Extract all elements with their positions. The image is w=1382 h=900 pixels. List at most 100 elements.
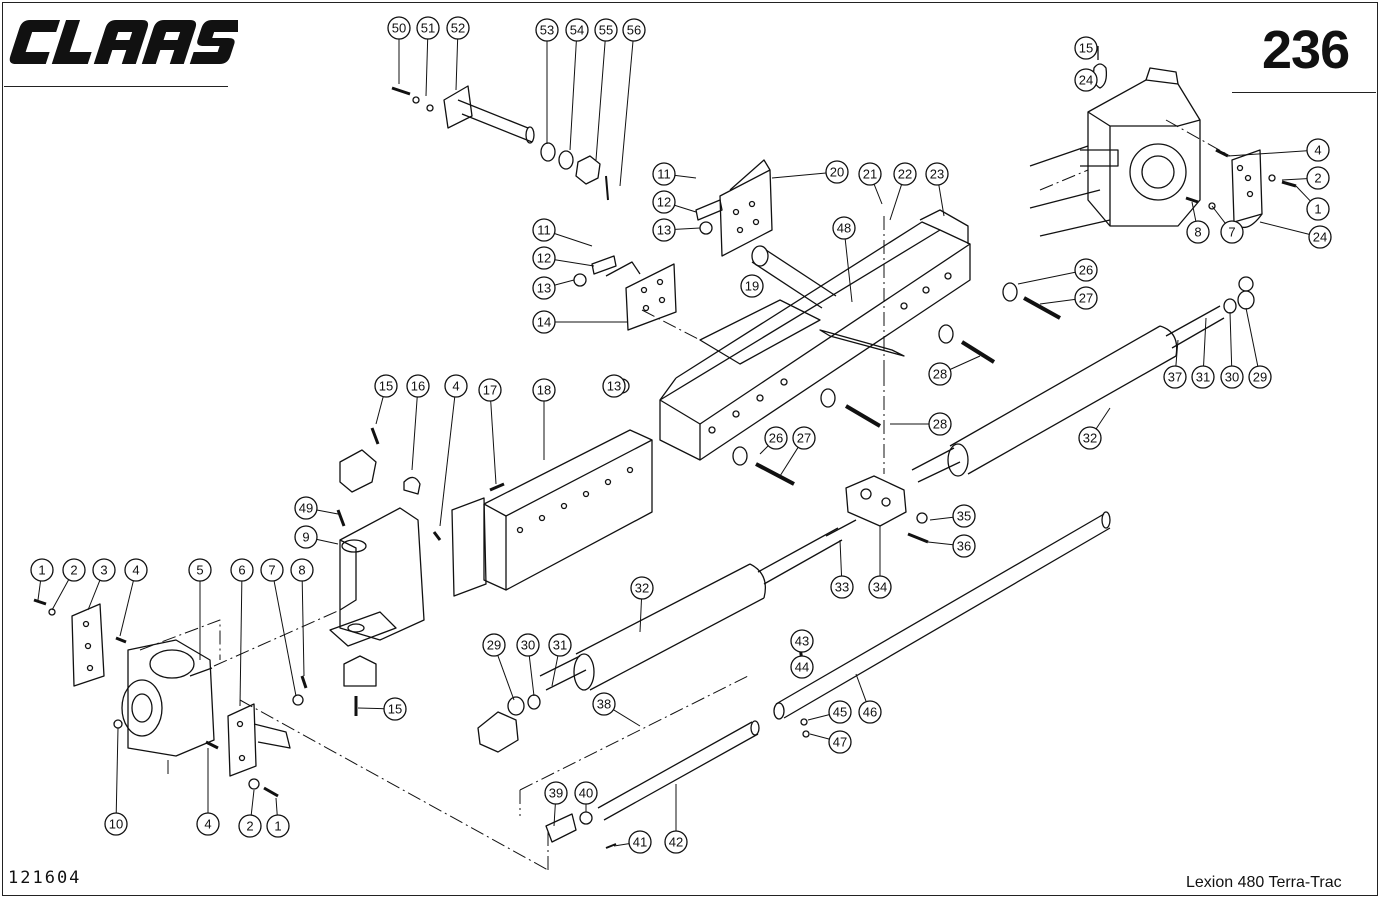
shim-12-upper xyxy=(695,199,723,221)
washer-7-left xyxy=(292,694,304,706)
callout-number: 8 xyxy=(1194,225,1201,240)
mounting-plate-14 xyxy=(605,261,677,331)
bushing-26-lower xyxy=(732,446,748,466)
callout-3: 3 xyxy=(92,558,116,582)
callout-number: 30 xyxy=(1225,370,1239,385)
callout-number: 11 xyxy=(537,223,551,238)
callout-number: 16 xyxy=(411,379,425,394)
leader-line-46 xyxy=(855,673,867,702)
callout-number: 24 xyxy=(1313,230,1327,245)
leader-line-29 xyxy=(1245,307,1259,367)
callout-number: 22 xyxy=(898,167,912,182)
leader-line-56 xyxy=(619,40,634,187)
callout-number: 52 xyxy=(451,21,465,36)
callout-2: 2 xyxy=(62,558,86,582)
callout-number: 36 xyxy=(957,539,971,554)
callout-circle xyxy=(1220,220,1244,244)
grease-cap-bottom xyxy=(343,655,377,687)
callout-circle xyxy=(104,812,128,836)
callout-54: 54 xyxy=(565,18,589,42)
callout-number: 31 xyxy=(553,638,567,653)
callout-21: 21 xyxy=(858,162,882,186)
leader-line-22 xyxy=(889,184,903,221)
callout-number: 32 xyxy=(1083,431,1097,446)
leader-line-12 xyxy=(674,204,697,213)
callout-29: 29 xyxy=(1248,365,1272,389)
bolt-15-top xyxy=(370,427,380,445)
callout-16: 16 xyxy=(406,374,430,398)
drive-shaft-46 xyxy=(773,511,1111,720)
callout-number: 18 xyxy=(537,383,551,398)
callout-circle xyxy=(92,558,116,582)
callout-26: 26 xyxy=(764,426,788,450)
pin-4-left xyxy=(115,636,127,644)
leader-line-15 xyxy=(375,396,384,425)
callout-13: 13 xyxy=(652,218,676,242)
page-number: 236 xyxy=(1262,20,1350,80)
callout-number: 28 xyxy=(933,367,947,382)
callout-number: 40 xyxy=(579,786,593,801)
callout-circle xyxy=(374,374,398,398)
callout-4: 4 xyxy=(196,812,220,836)
leader-line-39 xyxy=(553,803,556,827)
bushing-26-upper xyxy=(1002,282,1018,302)
claas-logo xyxy=(9,20,238,64)
leader-line-52 xyxy=(455,38,459,91)
leader-line-26 xyxy=(1017,271,1076,285)
leader-line-2 xyxy=(250,789,255,816)
leader-line-7 xyxy=(1211,205,1226,224)
callout-circle xyxy=(478,378,502,402)
callout-circle xyxy=(952,534,976,558)
washer-30-left xyxy=(527,694,541,710)
callout-36: 36 xyxy=(952,534,976,558)
callout-circle xyxy=(1074,258,1098,282)
callout-number: 31 xyxy=(1196,370,1210,385)
callout-number: 4 xyxy=(452,379,459,394)
callout-18: 18 xyxy=(532,378,556,402)
callout-circle xyxy=(652,218,676,242)
callout-circle xyxy=(594,18,618,42)
leader-line-32 xyxy=(1095,407,1111,430)
callout-27: 27 xyxy=(1074,286,1098,310)
callout-circle xyxy=(764,426,788,450)
nut-47 xyxy=(802,730,810,738)
nut-29-right xyxy=(1237,290,1255,310)
callout-number: 26 xyxy=(1079,263,1093,278)
leader-line-28 xyxy=(949,355,981,370)
leader-line-13 xyxy=(554,279,575,286)
callout-circle xyxy=(1306,138,1330,162)
callout-number: 41 xyxy=(633,835,647,850)
callout-26: 26 xyxy=(1074,258,1098,282)
nut-13-upper xyxy=(699,221,713,235)
callout-number: 54 xyxy=(570,23,584,38)
callout-14: 14 xyxy=(532,310,556,334)
callout-12: 12 xyxy=(652,190,676,214)
callout-number: 15 xyxy=(1079,41,1093,56)
leader-line-20 xyxy=(771,172,827,179)
callout-4: 4 xyxy=(444,374,468,398)
leader-line-10 xyxy=(115,727,119,814)
leader-line-11 xyxy=(554,233,593,247)
callout-11: 11 xyxy=(532,218,556,242)
washer-2-right xyxy=(1268,174,1276,182)
callout-5: 5 xyxy=(188,558,212,582)
leader-line-27 xyxy=(779,447,799,477)
callout-42: 42 xyxy=(664,830,688,854)
nut-52 xyxy=(426,104,434,112)
leader-line-9 xyxy=(316,538,339,545)
leader-line-4 xyxy=(1227,150,1308,157)
leader-line-1 xyxy=(1295,185,1311,202)
callout-1: 1 xyxy=(30,558,54,582)
washer-30-right xyxy=(1223,298,1237,314)
end-plate-17 xyxy=(451,497,487,597)
callout-circle xyxy=(790,655,814,679)
ball-joint-left xyxy=(477,711,519,753)
callout-number: 50 xyxy=(392,21,406,36)
callout-circle xyxy=(664,830,688,854)
mounting-plate-20 xyxy=(719,159,773,257)
header-rule-right xyxy=(1232,92,1376,93)
callout-9: 9 xyxy=(294,525,318,549)
callout-number: 2 xyxy=(246,819,253,834)
callout-circle xyxy=(825,160,849,184)
